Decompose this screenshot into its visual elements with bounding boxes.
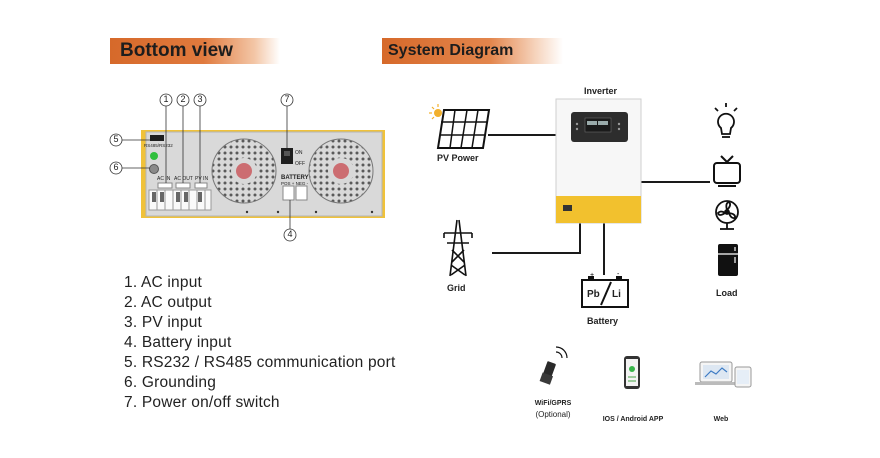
- svg-text:+: +: [590, 272, 594, 279]
- app-label: IOS / Android APP: [602, 416, 664, 423]
- load-label: Load: [716, 288, 738, 298]
- legend-item: 2. AC output: [124, 294, 212, 311]
- lightbulb-icon: [714, 103, 738, 138]
- battery-type-li: Li: [612, 289, 621, 300]
- ac-in-label: AC IN: [157, 176, 171, 182]
- marker-5: 5: [113, 134, 119, 144]
- ac-out-label: AC OUT: [174, 176, 193, 182]
- legend-item: 7. Power on/off switch: [124, 394, 280, 411]
- marker-3: 3: [197, 94, 203, 104]
- battery-polarity-label: POS + NEG -: [281, 181, 309, 186]
- battery-label: Battery: [587, 316, 619, 326]
- component-legend: 1. AC input 2. AC output 3. PV input 4. …: [124, 273, 396, 413]
- battery-neg-terminal: [295, 185, 308, 201]
- wifi-dongle-icon: [539, 346, 568, 385]
- grid-label: Grid: [447, 283, 466, 293]
- tv-icon: [713, 155, 741, 187]
- inverter-unit: [555, 98, 642, 224]
- switch-off-label: OFF: [295, 161, 305, 167]
- connection-lines: [488, 134, 710, 275]
- fan-left: [211, 138, 277, 204]
- wifi-optional-label: (Optional): [535, 410, 571, 419]
- system-diagram-title: System Diagram: [388, 42, 514, 59]
- battery-icon: + -: [581, 271, 629, 308]
- fan-icon: [715, 200, 739, 230]
- battery-pos-terminal: [282, 185, 295, 201]
- inverter-bottom-panel: [141, 130, 385, 218]
- legend-item: 5. RS232 / RS485 communication port: [124, 354, 396, 371]
- bottom-view-header: Bottom view: [110, 38, 280, 64]
- legend-item: 4. Battery input: [124, 334, 232, 351]
- fridge-icon: [718, 244, 738, 276]
- system-diagram-header: System Diagram: [382, 38, 563, 64]
- marker-7: 7: [284, 94, 290, 104]
- phone-app-icon: [624, 356, 640, 389]
- rs-port: [150, 135, 164, 141]
- wifi-label: WiFi/GPRS: [534, 400, 572, 407]
- pv-in-label: PV IN: [195, 176, 209, 182]
- switch-on-label: ON: [295, 150, 303, 156]
- inverter-label: Inverter: [584, 86, 618, 96]
- bottom-view-title: Bottom view: [120, 40, 233, 61]
- svg-text:-: -: [617, 271, 620, 278]
- marker-4: 4: [287, 229, 293, 239]
- web-monitor-icon: [695, 361, 752, 388]
- pv-power-label: PV Power: [437, 153, 479, 163]
- green-indicator: [150, 152, 158, 160]
- legend-item: 6. Grounding: [124, 374, 217, 391]
- marker-6: 6: [113, 162, 119, 172]
- web-label: Web: [713, 416, 729, 423]
- legend-item: 1. AC input: [124, 274, 203, 291]
- solar-panel-icon: [429, 104, 491, 149]
- fan-right: [308, 138, 374, 204]
- grid-tower-icon: [443, 219, 473, 277]
- marker-2: 2: [180, 94, 186, 104]
- legend-item: 3. PV input: [124, 314, 203, 331]
- ground-terminal: [149, 164, 159, 174]
- rs-port-label: RS485/RS232: [144, 143, 173, 148]
- battery-type-pb: Pb: [587, 289, 600, 300]
- battery-panel-label: BATTERY: [281, 175, 309, 181]
- marker-1: 1: [163, 94, 169, 104]
